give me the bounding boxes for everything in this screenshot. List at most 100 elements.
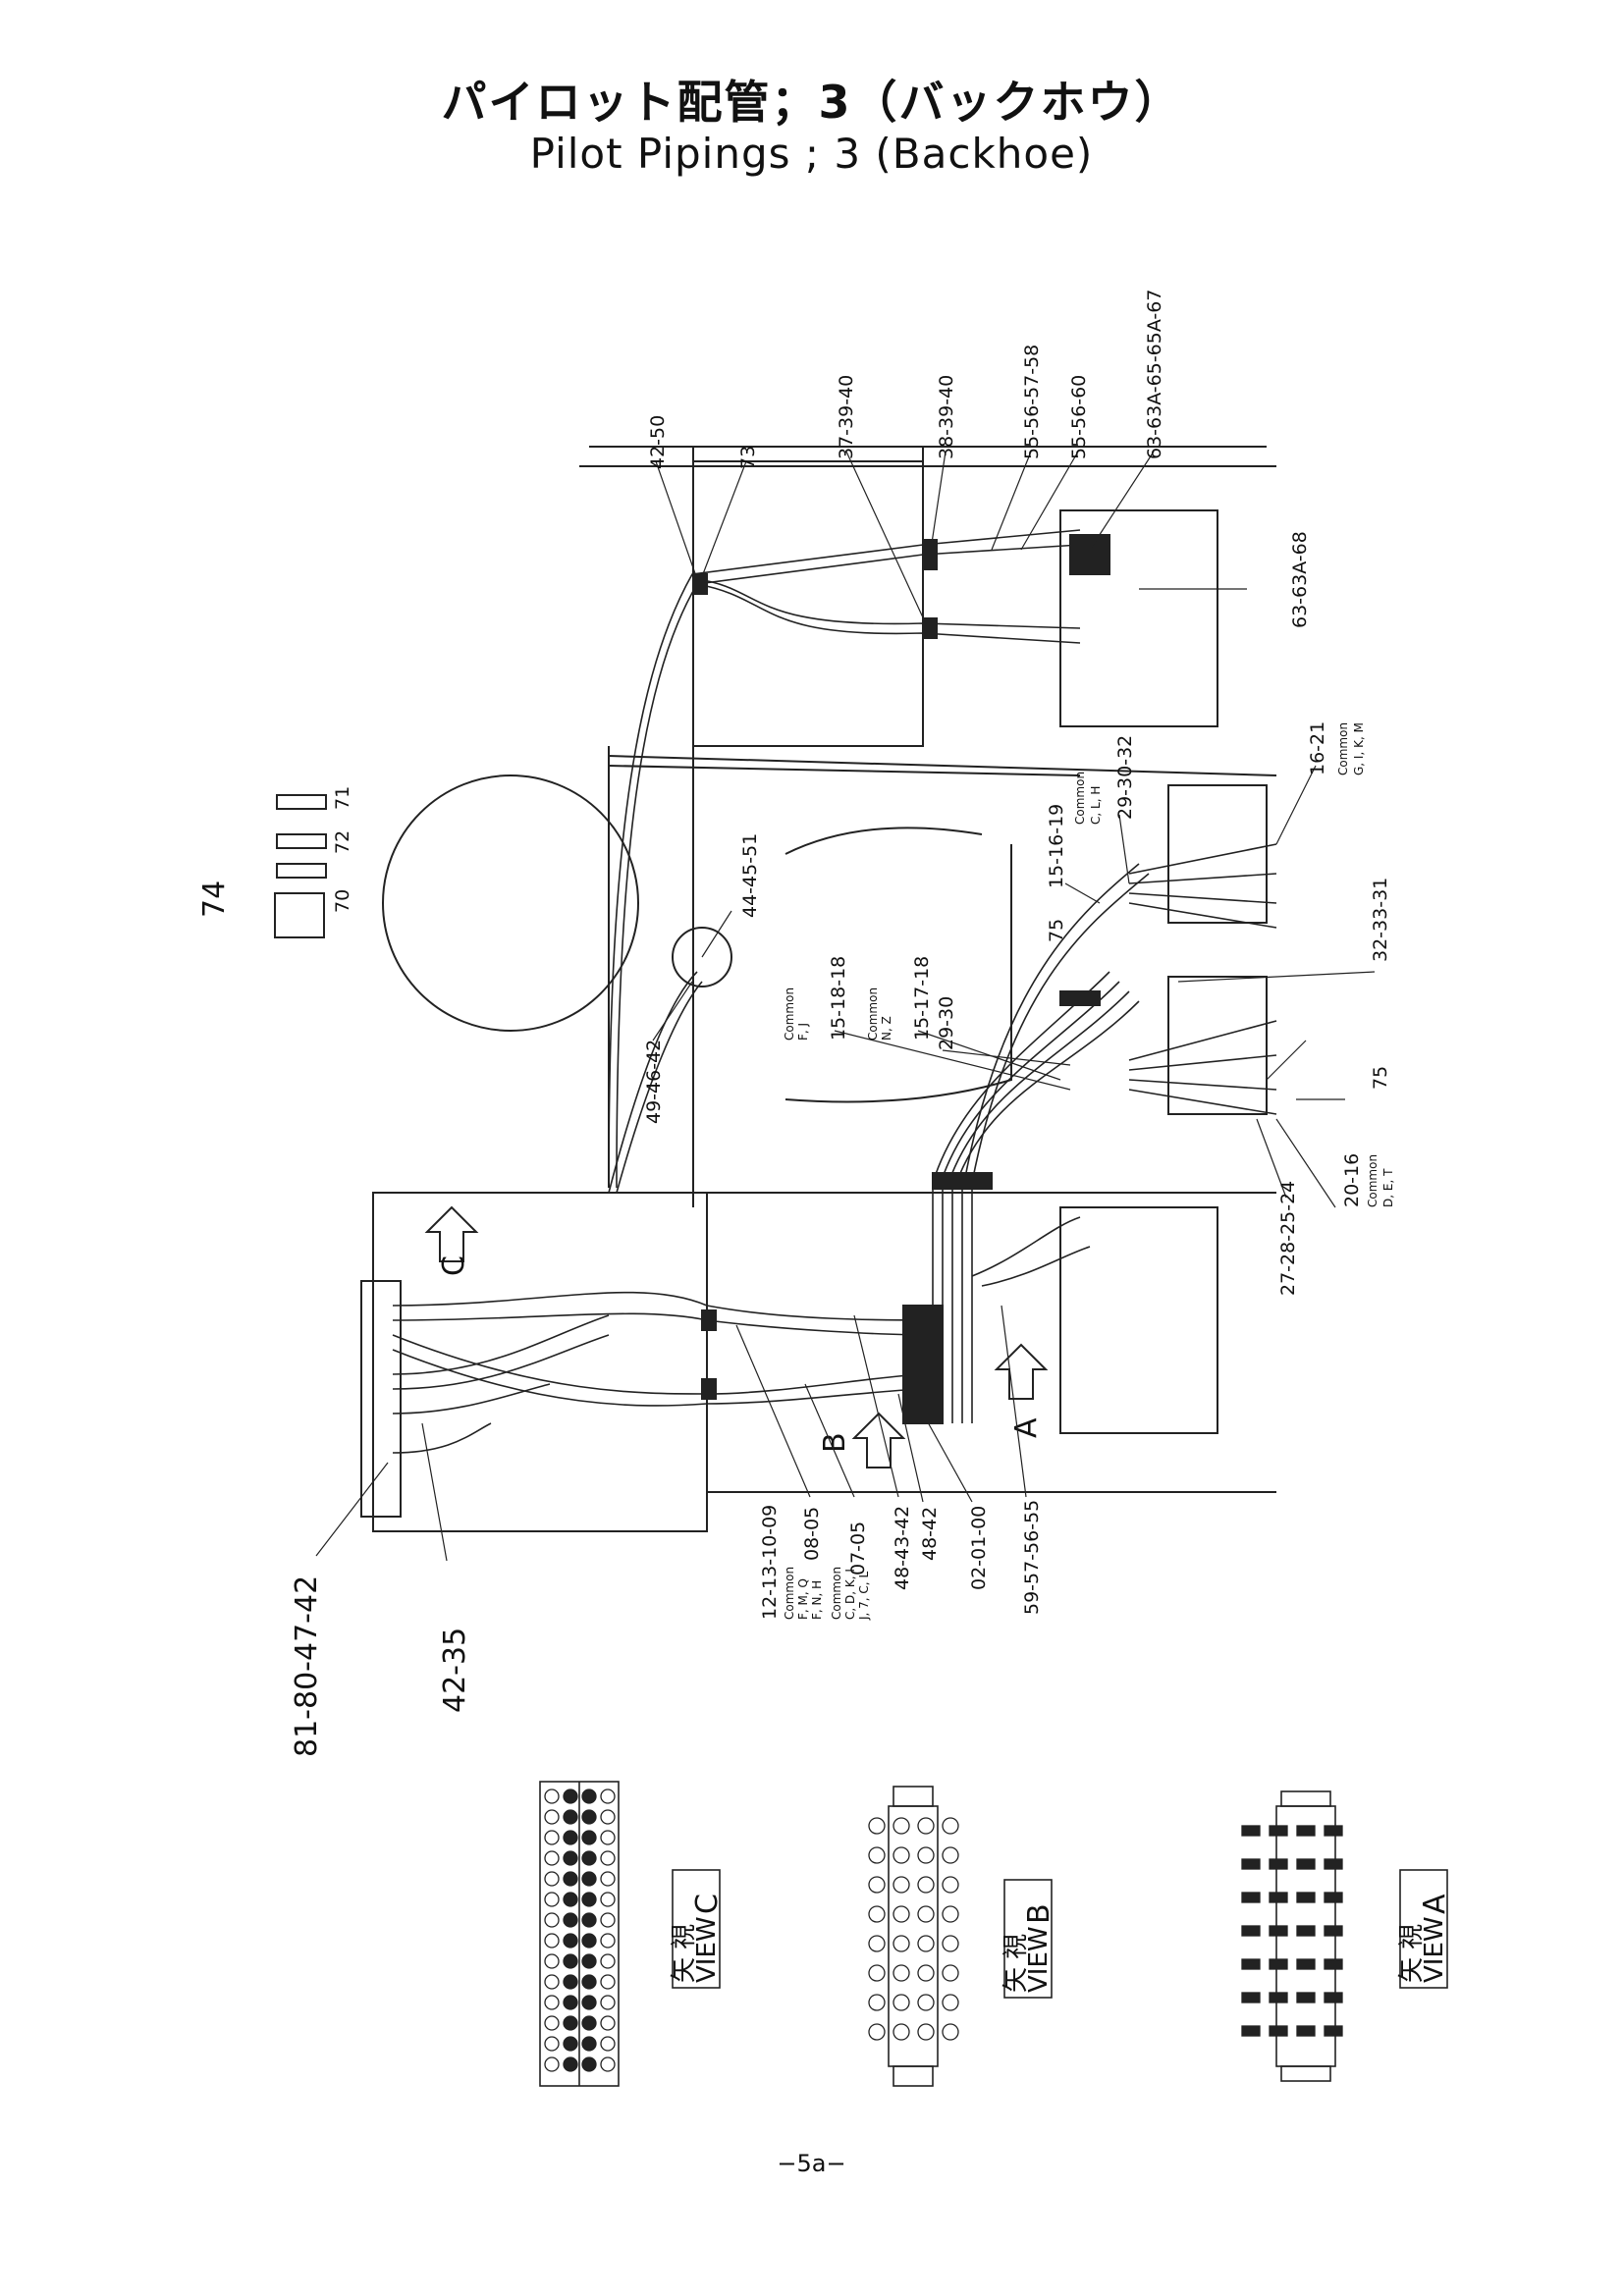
label-02-01-00: 02-01-00: [968, 1506, 990, 1590]
view-b-port: [942, 1846, 959, 1864]
view-a-port: [1296, 1925, 1316, 1937]
label-common-b-1: C, D, K, I: [843, 1569, 857, 1620]
view-b-port: [917, 1994, 935, 2011]
view-a-port: [1241, 1992, 1261, 2003]
view-b-port: [942, 1905, 959, 1923]
label-common-b: Common: [830, 1567, 843, 1620]
label-42-50: 42-50: [647, 415, 669, 469]
view-a-port: [1296, 1858, 1316, 1870]
view-a-port: [1269, 1825, 1288, 1837]
view-c-port: [563, 1809, 578, 1825]
label-16-21: 16-21: [1307, 721, 1328, 775]
view-b-port: [917, 1964, 935, 1982]
label-48-42: 48-42: [919, 1507, 941, 1561]
view-a-port: [1269, 1892, 1288, 1903]
label-common-fj: Common: [783, 988, 796, 1041]
label-59-57-56-55: 59-57-56-55: [1021, 1500, 1043, 1615]
view-a-block: 矢 視 VIEW A: [1241, 1790, 1452, 2082]
view-a-port: [1296, 2025, 1316, 2037]
label-12-13-10-09: 12-13-10-09: [759, 1505, 781, 1620]
view-b-port: [942, 1876, 959, 1894]
view-c-port: [600, 2036, 616, 2052]
view-c-letter: C: [690, 1894, 725, 1914]
label-common-gikm-letters: G, I, K, M: [1352, 722, 1366, 775]
view-c-port: [581, 1912, 597, 1928]
label-common-det-letters: D, E, T: [1381, 1168, 1395, 1207]
view-c-port: [600, 1892, 616, 1907]
arrow-b-label: B: [818, 1432, 852, 1453]
view-a-port: [1324, 1925, 1343, 1937]
label-42-35: 42-35: [438, 1628, 472, 1713]
view-c-port: [563, 1974, 578, 1990]
view-c-port: [600, 2015, 616, 2031]
view-b-port: [893, 1817, 910, 1835]
view-a-port: [1269, 1958, 1288, 1970]
view-c-port: [544, 1830, 560, 1845]
view-a-port: [1324, 1958, 1343, 1970]
arrow-c-shape: [424, 1205, 479, 1262]
view-b-port: [893, 1905, 910, 1923]
view-a-port: [1296, 1958, 1316, 1970]
label-38-39-40: 38-39-40: [936, 375, 957, 459]
label-common-fj-letters: F, J: [796, 1023, 810, 1041]
view-c-port: [544, 2056, 560, 2072]
label-48-43-42: 48-43-42: [892, 1506, 913, 1590]
label-37-39-40: 37-39-40: [836, 375, 857, 459]
view-c-port: [563, 2036, 578, 2052]
clamp-lower-fittings: [902, 1305, 944, 1424]
label-27-28-25-24: 27-28-25-24: [1277, 1181, 1299, 1296]
view-a-port: [1324, 2025, 1343, 2037]
view-b-port: [917, 1935, 935, 1952]
view-c-port: [544, 1789, 560, 1804]
view-c-port: [563, 1995, 578, 2010]
label-29-30-32: 29-30-32: [1114, 735, 1136, 820]
view-a-port: [1296, 1825, 1316, 1837]
view-b-port: [868, 1817, 886, 1835]
view-b-port: [917, 1817, 935, 1835]
view-a-port: [1296, 1892, 1316, 1903]
view-b-port: [893, 1846, 910, 1864]
view-b-port: [893, 1994, 910, 2011]
view-c-port: [563, 1871, 578, 1887]
clamp-38: [922, 539, 938, 570]
view-c-port: [544, 1809, 560, 1825]
view-c-port: [600, 1830, 616, 1845]
view-c-port: [600, 1953, 616, 1969]
label-29-30: 29-30: [936, 996, 957, 1050]
label-73: 73: [737, 446, 759, 469]
view-a-port: [1324, 1825, 1343, 1837]
view-c-port: [544, 1871, 560, 1887]
view-c-port: [544, 1974, 560, 1990]
clamp-37: [922, 617, 938, 639]
clamp-lower-1: [701, 1309, 717, 1331]
label-44-45-51: 44-45-51: [739, 833, 761, 918]
label-common-nz-letters: N, Z: [880, 1016, 893, 1041]
label-55-56-60: 55-56-60: [1068, 375, 1090, 459]
view-a-port: [1269, 1925, 1288, 1937]
label-common-b-2: J, 7, C, L: [857, 1572, 871, 1621]
view-c-port: [563, 1892, 578, 1907]
view-a-port: [1241, 1958, 1261, 1970]
frame-upper-block: [692, 460, 924, 747]
view-c-port: [581, 1850, 597, 1866]
view-a-port: [1269, 1992, 1288, 2003]
label-15-18-18: 15-18-18: [828, 956, 849, 1041]
label-08-05: 08-05: [801, 1507, 823, 1561]
label-07-05: 07-05: [847, 1522, 869, 1575]
view-c-port: [581, 2015, 597, 2031]
part-74: [276, 863, 327, 879]
view-c-port: [581, 1953, 597, 1969]
view-b-port: [942, 2023, 959, 2041]
circle-swing: [382, 774, 640, 1032]
clamp-upper-valves: [1069, 534, 1110, 575]
view-a-letter: A: [1418, 1894, 1452, 1914]
view-c-port: [544, 2036, 560, 2052]
view-b-port: [917, 1905, 935, 1923]
view-c-kanji: 矢 視: [670, 1924, 699, 1983]
valve-body-mid: [1167, 784, 1268, 924]
label-common-gikm: Common: [1336, 722, 1350, 775]
view-a-port: [1241, 1825, 1261, 1837]
view-c-port: [544, 1995, 560, 2010]
view-c-port: [581, 2056, 597, 2072]
title-japanese: パイロット配管；3（バックホウ）: [441, 76, 1182, 129]
